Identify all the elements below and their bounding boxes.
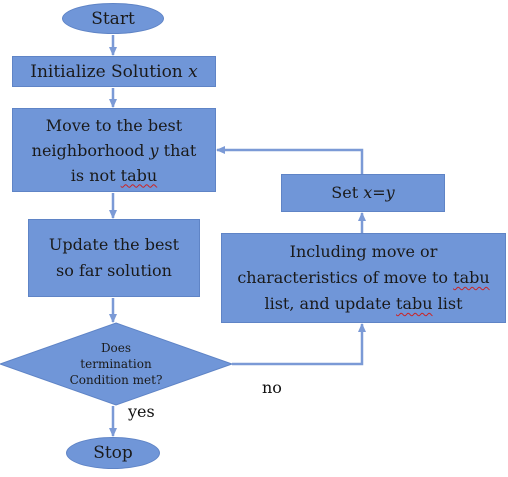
include-line-1: Including move or — [289, 242, 438, 261]
move-line-2-suffix: that — [163, 140, 197, 160]
arrow-setx-to-move — [216, 146, 364, 174]
start-terminal: Start — [62, 3, 164, 34]
yes-edge-label: yes — [128, 402, 155, 421]
include-line-2-tabu: tabu — [453, 268, 490, 287]
initialize-solution-box: Initialize Solution x — [12, 56, 216, 87]
arrow-decision-to-include-no — [232, 323, 366, 366]
set-x-equals-y-box: Set x=y — [281, 174, 445, 212]
move-line-3-tabu: tabu — [120, 165, 158, 185]
move-line-2-text: neighborhood — [31, 140, 145, 160]
stop-terminal: Stop — [66, 437, 160, 469]
start-label: Start — [91, 8, 135, 29]
update-line-2: so far solution — [56, 261, 172, 280]
termination-decision: Does termination Condition met? — [0, 323, 232, 405]
decision-line-2: termination — [80, 357, 152, 371]
move-line-3-prefix: is not — [70, 165, 116, 185]
set-expression: x=y — [363, 183, 395, 202]
update-best-solution-box: Update the best so far solution — [28, 219, 200, 297]
include-line-3-tabu: tabu — [396, 294, 433, 313]
move-line-1: Move to the best — [45, 115, 183, 135]
decision-line-1: Does — [100, 341, 132, 355]
initialize-variable: x — [188, 61, 198, 82]
include-move-in-tabu-list-box: Including move or characteristics of mov… — [221, 233, 506, 323]
move-line-2-variable: y — [149, 140, 159, 160]
decision-diamond — [0, 322, 234, 406]
update-line-1: Update the best — [48, 235, 180, 254]
stop-label: Stop — [93, 443, 133, 463]
no-edge-label: no — [262, 378, 282, 397]
include-line-2-prefix: characteristics of move to — [237, 268, 449, 287]
initialize-label: Initialize Solution — [30, 61, 183, 82]
set-label: Set — [331, 183, 359, 202]
move-to-best-neighborhood-box: Move to the best neighborhood y that is … — [12, 108, 216, 192]
include-line-3-suffix: list — [437, 294, 463, 313]
decision-line-3: Condition met? — [69, 373, 163, 387]
include-line-3-prefix: list, and update — [264, 294, 391, 313]
